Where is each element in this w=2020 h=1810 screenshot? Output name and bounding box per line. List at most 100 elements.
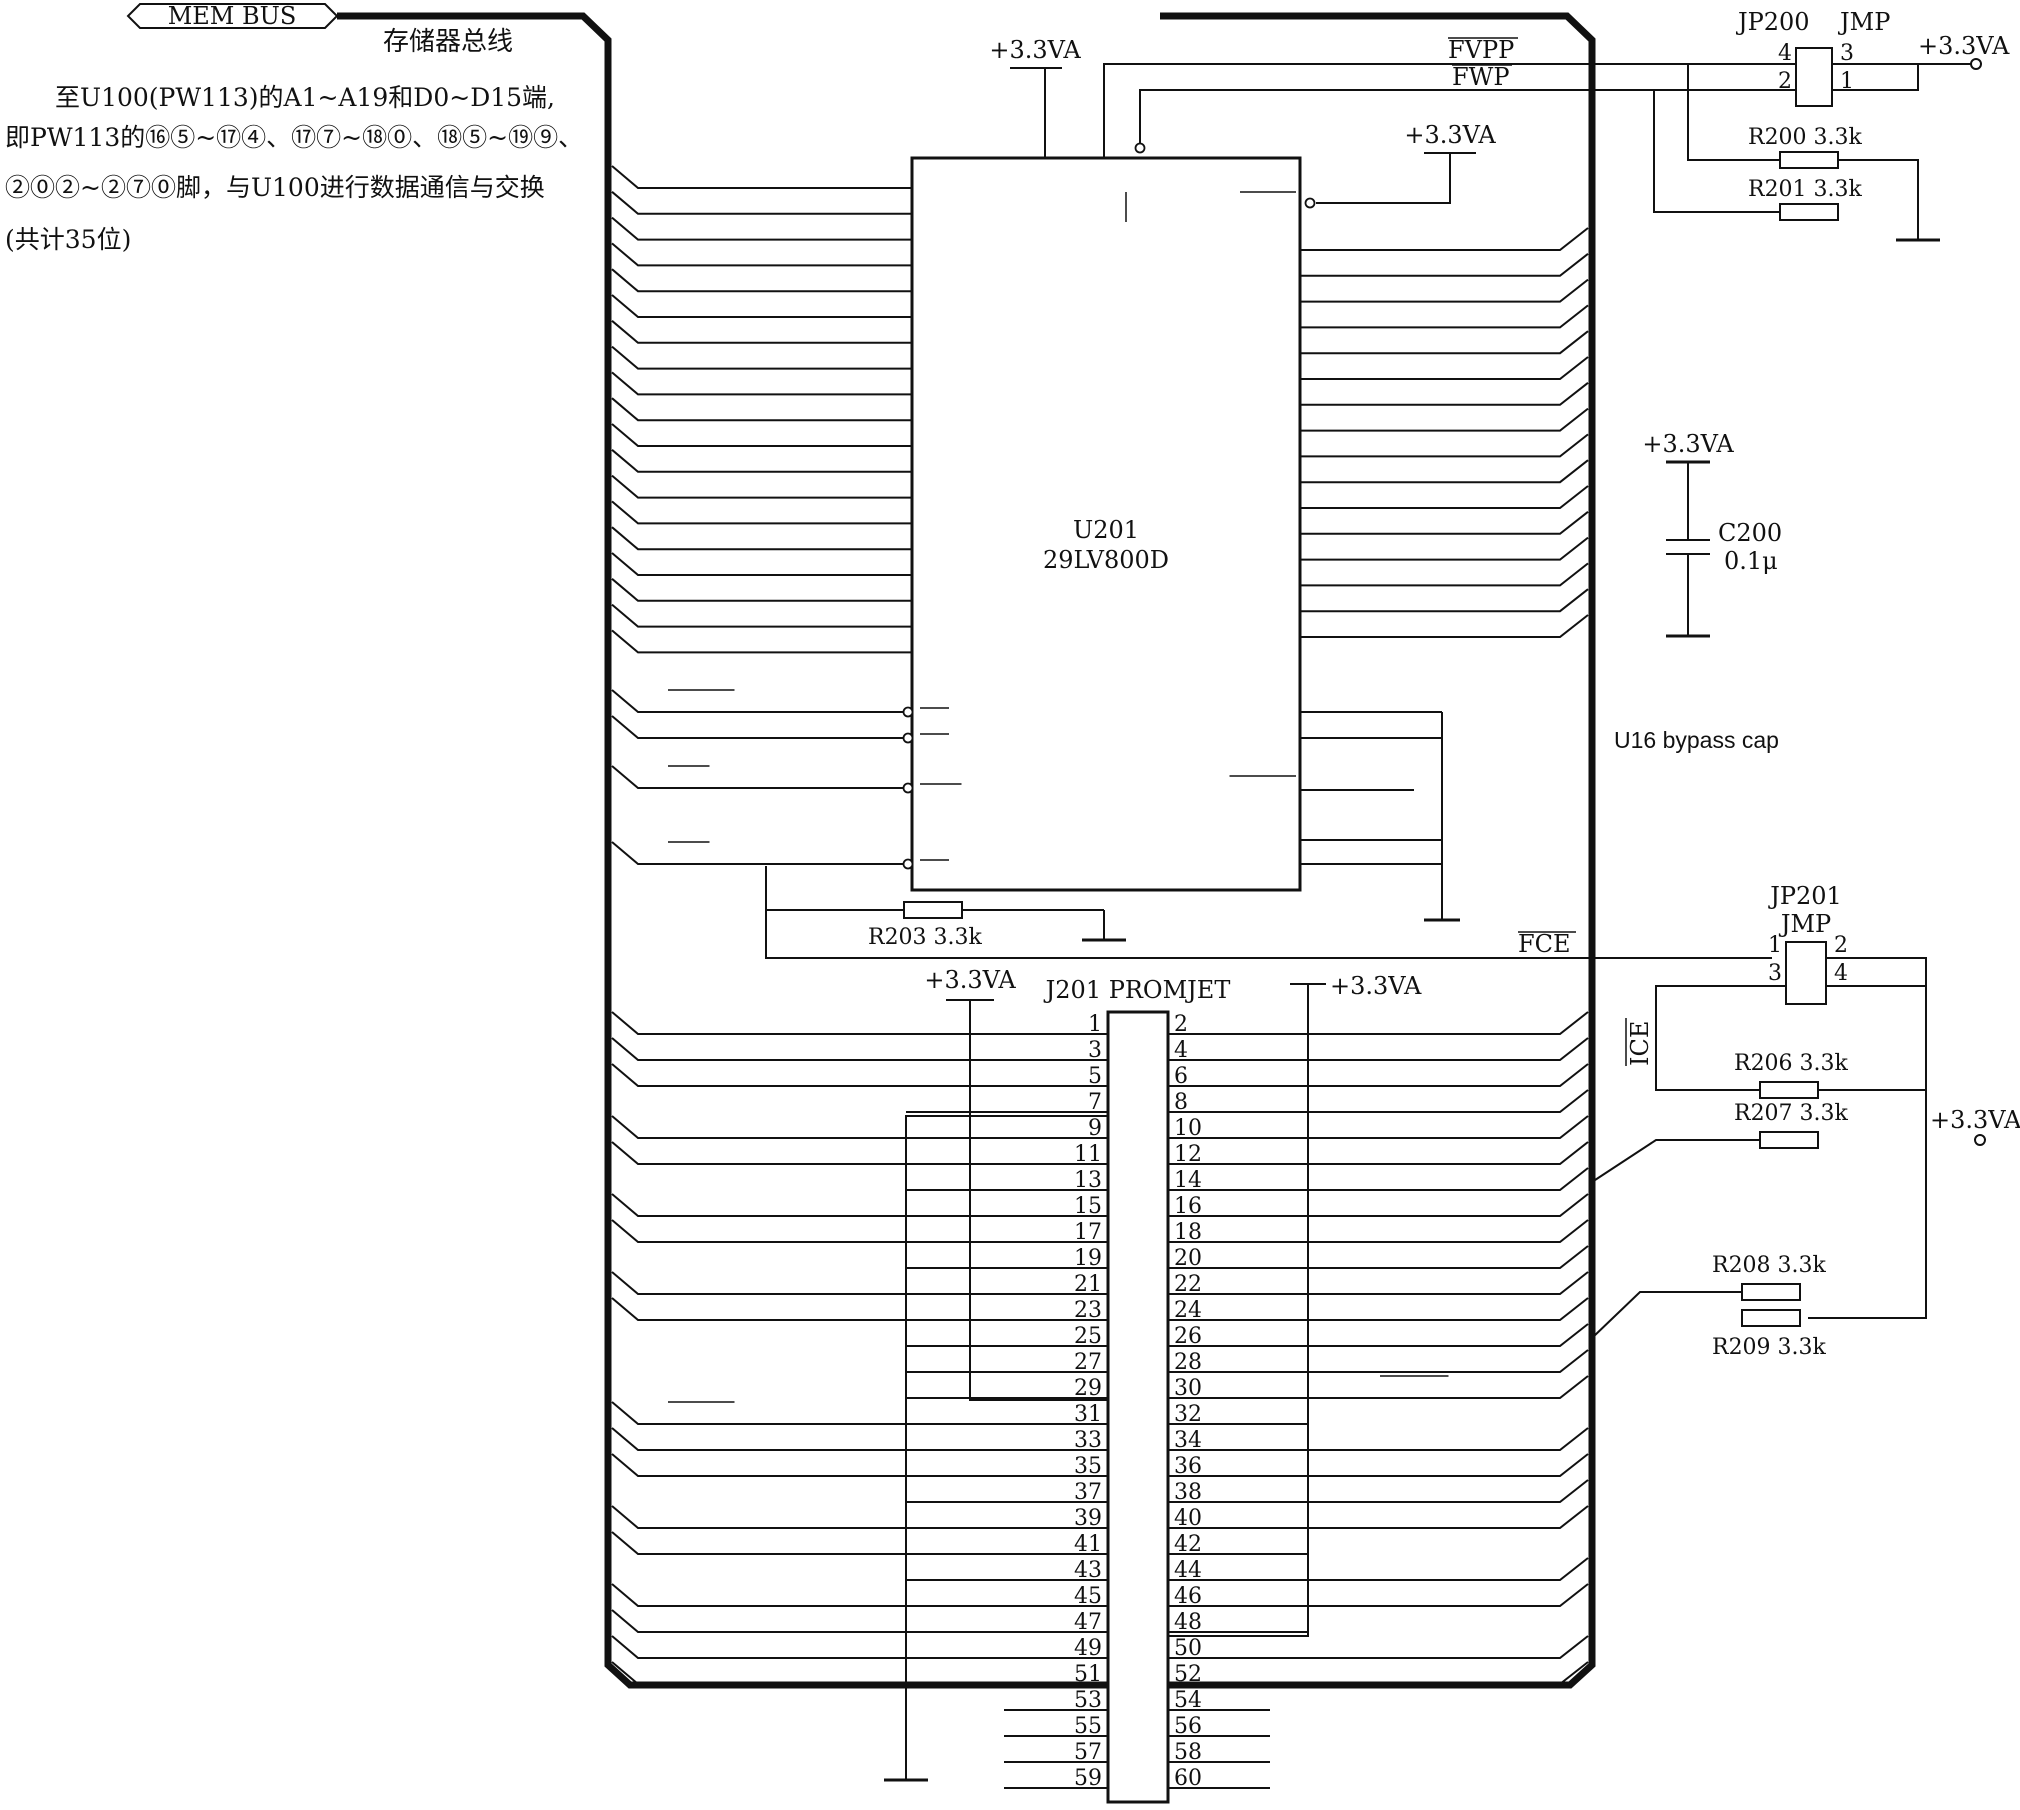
j201-pin-number: 20 — [1174, 1246, 1202, 1271]
bus-entry — [611, 242, 912, 267]
r200-r201-gnd — [1838, 159, 1919, 240]
vcc-terminal-jp200 — [1970, 58, 1982, 70]
jp201-body — [1785, 941, 1827, 1005]
bus-entry — [1168, 1141, 1589, 1165]
r200 — [1779, 151, 1839, 169]
bus-entry — [1168, 1349, 1589, 1373]
r201-label: R201 3.3k — [1748, 177, 1863, 202]
r206 — [1759, 1081, 1819, 1099]
j201-pin-number: 14 — [1174, 1168, 1202, 1193]
j201-pin-number: 28 — [1174, 1350, 1202, 1375]
bus-entry — [1168, 1583, 1589, 1607]
bus-entry — [611, 1219, 1108, 1243]
bus-entry — [611, 715, 904, 739]
inversion-bubble — [902, 706, 914, 718]
jp200-pin1: 1 — [1840, 69, 1854, 94]
j201-pin-number: 3 — [1088, 1038, 1102, 1063]
bus-entry — [611, 320, 912, 344]
jp200-ref: JP200 — [1735, 8, 1810, 36]
bus-entry — [611, 1401, 1108, 1425]
j201-pin-number: 4 — [1174, 1038, 1188, 1063]
r209-label: R209 3.3k — [1712, 1335, 1827, 1360]
j201-pin-number: 1 — [1088, 1012, 1102, 1037]
bus-entry — [1168, 1375, 1589, 1399]
inversion-bubble — [902, 732, 914, 744]
u201-data-pins — [1240, 191, 1589, 638]
jp201-right-wire — [1808, 957, 1927, 1319]
j201-pin-number: 8 — [1174, 1090, 1188, 1115]
j201-pin-number: 37 — [1074, 1480, 1102, 1505]
bus-entry — [611, 1661, 1108, 1685]
mem-bus-outline — [337, 12, 1596, 1689]
bus-entry — [611, 474, 912, 499]
j201-pin-number: 13 — [1074, 1168, 1102, 1193]
bus-entry — [1300, 330, 1589, 355]
j201-pin-number: 5 — [1088, 1064, 1102, 1089]
bus-entry — [1168, 1635, 1589, 1659]
bus-entry — [1300, 536, 1589, 561]
jp201-ref: JP201 — [1767, 882, 1842, 910]
jp201-pin1: 1 — [1768, 933, 1782, 958]
bus-entry — [1168, 1115, 1589, 1139]
j201-pin-number: 31 — [1074, 1402, 1102, 1427]
bus-entry — [1168, 1219, 1589, 1243]
j201-pin-number: 44 — [1174, 1558, 1202, 1583]
jp200-group: FVPP FWP JP200 JMP 4 3 2 1 +3.3VA R200 3… — [1103, 8, 2010, 242]
r207 — [1759, 1131, 1819, 1149]
mem-bus-label: MEM BUS — [168, 2, 297, 30]
bus-entry — [1168, 1167, 1589, 1191]
bus-entry — [1168, 1193, 1589, 1217]
vcc-label-jp201: +3.3VA — [1930, 1106, 2020, 1134]
u201-power: +3.3VA +3.3VA — [989, 36, 1496, 204]
j201-pin-number: 56 — [1174, 1714, 1202, 1739]
vcc-label: +3.3VA — [989, 36, 1081, 64]
bus-entry — [611, 1141, 1108, 1165]
jp201-type: JMP — [1778, 910, 1831, 938]
j201-pin-number: 47 — [1074, 1610, 1102, 1635]
jp201-pin2: 2 — [1834, 933, 1848, 958]
j201-pin-number: 52 — [1174, 1662, 1202, 1687]
j201-pin-number: 22 — [1174, 1272, 1202, 1297]
bus-entry — [611, 1011, 1108, 1035]
j201-pin-number: 39 — [1074, 1506, 1102, 1531]
bus-entry — [1168, 1453, 1589, 1477]
j201-pin-number: 49 — [1074, 1636, 1102, 1661]
vcc-label-j201-left: +3.3VA — [924, 966, 1016, 994]
j201-pin-number: 35 — [1074, 1454, 1102, 1479]
bus-entry — [611, 216, 912, 241]
fce-group: R203 3.3k FCE — [765, 866, 1772, 959]
jp200-type: JMP — [1837, 8, 1890, 36]
bus-entry — [1168, 1245, 1589, 1269]
j201-pin-number: 12 — [1174, 1142, 1202, 1167]
bus-entry — [1300, 356, 1589, 380]
j201-pin-number: 60 — [1174, 1766, 1202, 1791]
bus-entry — [1168, 1323, 1589, 1347]
jp200-pin4: 4 — [1778, 41, 1792, 66]
j201-body — [1106, 1010, 1170, 1804]
bus-entry — [611, 371, 912, 396]
jp201-pin4: 4 — [1834, 961, 1848, 986]
r203-label: R203 3.3k — [868, 925, 983, 950]
bus-entry — [1300, 562, 1589, 587]
bus-entry — [1168, 1011, 1589, 1035]
bus-entry — [611, 1453, 1108, 1477]
j201-pin-number: 38 — [1174, 1480, 1202, 1505]
bus-entry — [611, 526, 912, 551]
bus-entry — [611, 1531, 1108, 1555]
bus-entry — [611, 841, 904, 865]
j201-pin-number: 57 — [1074, 1740, 1102, 1765]
bus-entry — [1300, 227, 1589, 251]
j201-pin-number: 42 — [1174, 1532, 1202, 1557]
inversion-bubble — [902, 858, 914, 870]
u201-address-pins — [611, 165, 912, 654]
ice-wire — [1655, 985, 1786, 1091]
j201-pin-number: 27 — [1074, 1350, 1102, 1375]
bus-entry — [611, 1037, 1108, 1061]
j201-pin-number: 19 — [1074, 1246, 1102, 1271]
j201-pin-number: 18 — [1174, 1220, 1202, 1245]
vcc-wire-j201-left — [969, 1000, 1108, 1401]
bus-entry — [611, 423, 912, 447]
jp201-group: JP201 JMP 1 2 3 4 ICE R206 3.3k R207 3.3… — [1591, 882, 2020, 1360]
bus-entry — [611, 578, 912, 602]
